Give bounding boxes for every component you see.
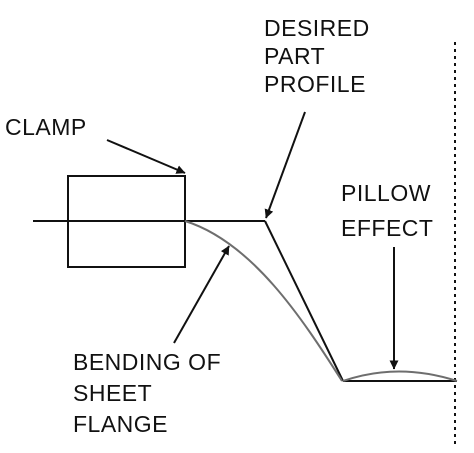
- clamp-arrow: [106, 139, 186, 174]
- bending-flange-label: BENDING OF SHEET FLANGE: [73, 349, 228, 437]
- profile-label-line: PROFILE: [264, 71, 366, 97]
- desired-profile-wall: [264, 220, 344, 382]
- desired-profile-label: DESIRED PART PROFILE: [264, 15, 377, 97]
- bending-of-label-line: BENDING OF: [73, 349, 221, 375]
- pillow-effect-label: PILLOW EFFECT: [341, 180, 438, 241]
- sheet-label-line: SHEET: [73, 380, 152, 406]
- part-label-line: PART: [264, 43, 325, 69]
- bent-flange-curve: [184, 220, 343, 382]
- pillow-label-line: PILLOW: [341, 180, 431, 206]
- effect-label-line: EFFECT: [341, 215, 433, 241]
- bending-flange-arrow: [173, 245, 230, 344]
- clamp-label: CLAMP: [5, 114, 87, 140]
- desired-profile-arrow: [264, 111, 306, 219]
- pillow-bulge-curve: [342, 370, 458, 382]
- flange-label-line: FLANGE: [73, 411, 168, 437]
- desired-label-line: DESIRED: [264, 15, 370, 41]
